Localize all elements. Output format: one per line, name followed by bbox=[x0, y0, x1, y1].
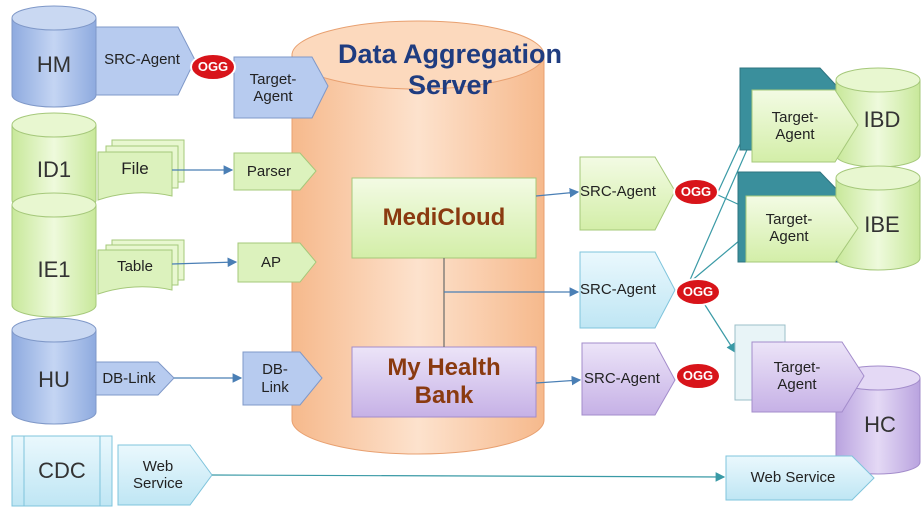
ibd-target-agent-shape bbox=[751, 89, 859, 163]
src-agent-1-label: SRC-Agent bbox=[580, 183, 656, 201]
db-hm-label: HM bbox=[36, 52, 72, 78]
db-hu-shape bbox=[11, 317, 97, 425]
line-cdc-web bbox=[211, 472, 726, 482]
dblink2-label: DB- Link bbox=[261, 361, 289, 396]
line-table-ap bbox=[171, 257, 238, 268]
ap-label: AP bbox=[260, 253, 281, 271]
medicloud-box bbox=[351, 177, 537, 259]
db-hc-label: HC bbox=[864, 412, 896, 438]
file-label: File bbox=[121, 159, 149, 179]
web-service-right-label: Web Service bbox=[750, 469, 836, 487]
src-agent-3-shape bbox=[581, 342, 676, 416]
hu-dblink-label: DB-Link bbox=[102, 369, 156, 387]
server-title: Data Aggregation Server bbox=[337, 38, 562, 100]
hm-src-agent-label: SRC-Agent bbox=[104, 51, 180, 69]
ibd-target-agent-label: Target- Agent bbox=[771, 108, 819, 143]
db-ie1-shape bbox=[11, 192, 97, 318]
hm-src-agent-shape bbox=[95, 26, 196, 96]
src-agent-2-label: SRC-Agent bbox=[580, 281, 656, 299]
hc-target-agent-shape bbox=[751, 341, 865, 413]
cdc-webservice-shape bbox=[117, 444, 213, 506]
web-service-right-shape bbox=[725, 455, 875, 501]
table-stack-shape bbox=[97, 239, 185, 295]
ogg-oval-src2 bbox=[675, 278, 721, 306]
line-medicloud-src1 bbox=[535, 188, 580, 198]
file-stack-shape bbox=[97, 139, 185, 201]
hm-target-agent-shape bbox=[233, 56, 329, 119]
db-hu-label: HU bbox=[38, 367, 70, 393]
ibe-target-agent-shape bbox=[745, 195, 859, 263]
src-agent-1-shape bbox=[579, 156, 676, 231]
line-mhb-src3 bbox=[535, 375, 582, 386]
medicloud-label: MediCloud bbox=[382, 204, 506, 232]
ogg-label-src1: OGG bbox=[680, 183, 712, 199]
hc-target-agent-label: Target- Agent bbox=[773, 358, 821, 393]
ogg-label-src2: OGG bbox=[682, 283, 714, 299]
parser-shape bbox=[233, 152, 317, 191]
db-hm-shape bbox=[11, 5, 97, 108]
db-ibd-label: IBD bbox=[863, 107, 901, 133]
hm-target-agent-label: Target- Agent bbox=[249, 70, 297, 105]
dblink2-shape bbox=[242, 351, 323, 406]
db-ibd-shape bbox=[835, 67, 921, 168]
src-agent-2-shape bbox=[579, 251, 676, 329]
db-ie1-label: IE1 bbox=[37, 257, 71, 283]
cdc-box-shape bbox=[11, 435, 113, 507]
cdc-label: CDC bbox=[38, 458, 86, 484]
hu-dblink-shape bbox=[95, 361, 175, 396]
ogg-oval-src1 bbox=[673, 178, 719, 206]
ap-shape bbox=[237, 242, 317, 283]
cdc-webservice-label: Web Service bbox=[132, 457, 184, 492]
db-id1-label: ID1 bbox=[36, 157, 72, 183]
db-ibe-label: IBE bbox=[864, 212, 900, 238]
src-agent-3-label: SRC-Agent bbox=[584, 370, 660, 388]
parser-label: Parser bbox=[246, 162, 292, 180]
myhealthbank-label: My Health Bank bbox=[387, 354, 501, 409]
ogg-oval-src3 bbox=[675, 362, 721, 390]
myhealthbank-box bbox=[351, 346, 537, 418]
ibe-target-agent-label: Target- Agent bbox=[765, 210, 813, 245]
table-label: Table bbox=[117, 258, 153, 276]
ogg-oval-hm bbox=[190, 53, 236, 81]
db-ibe-shape bbox=[835, 165, 921, 271]
ogg-label-hm: OGG bbox=[197, 58, 229, 74]
line-ogg2-hc bbox=[704, 304, 736, 354]
ogg-label-src3: OGG bbox=[682, 367, 714, 383]
